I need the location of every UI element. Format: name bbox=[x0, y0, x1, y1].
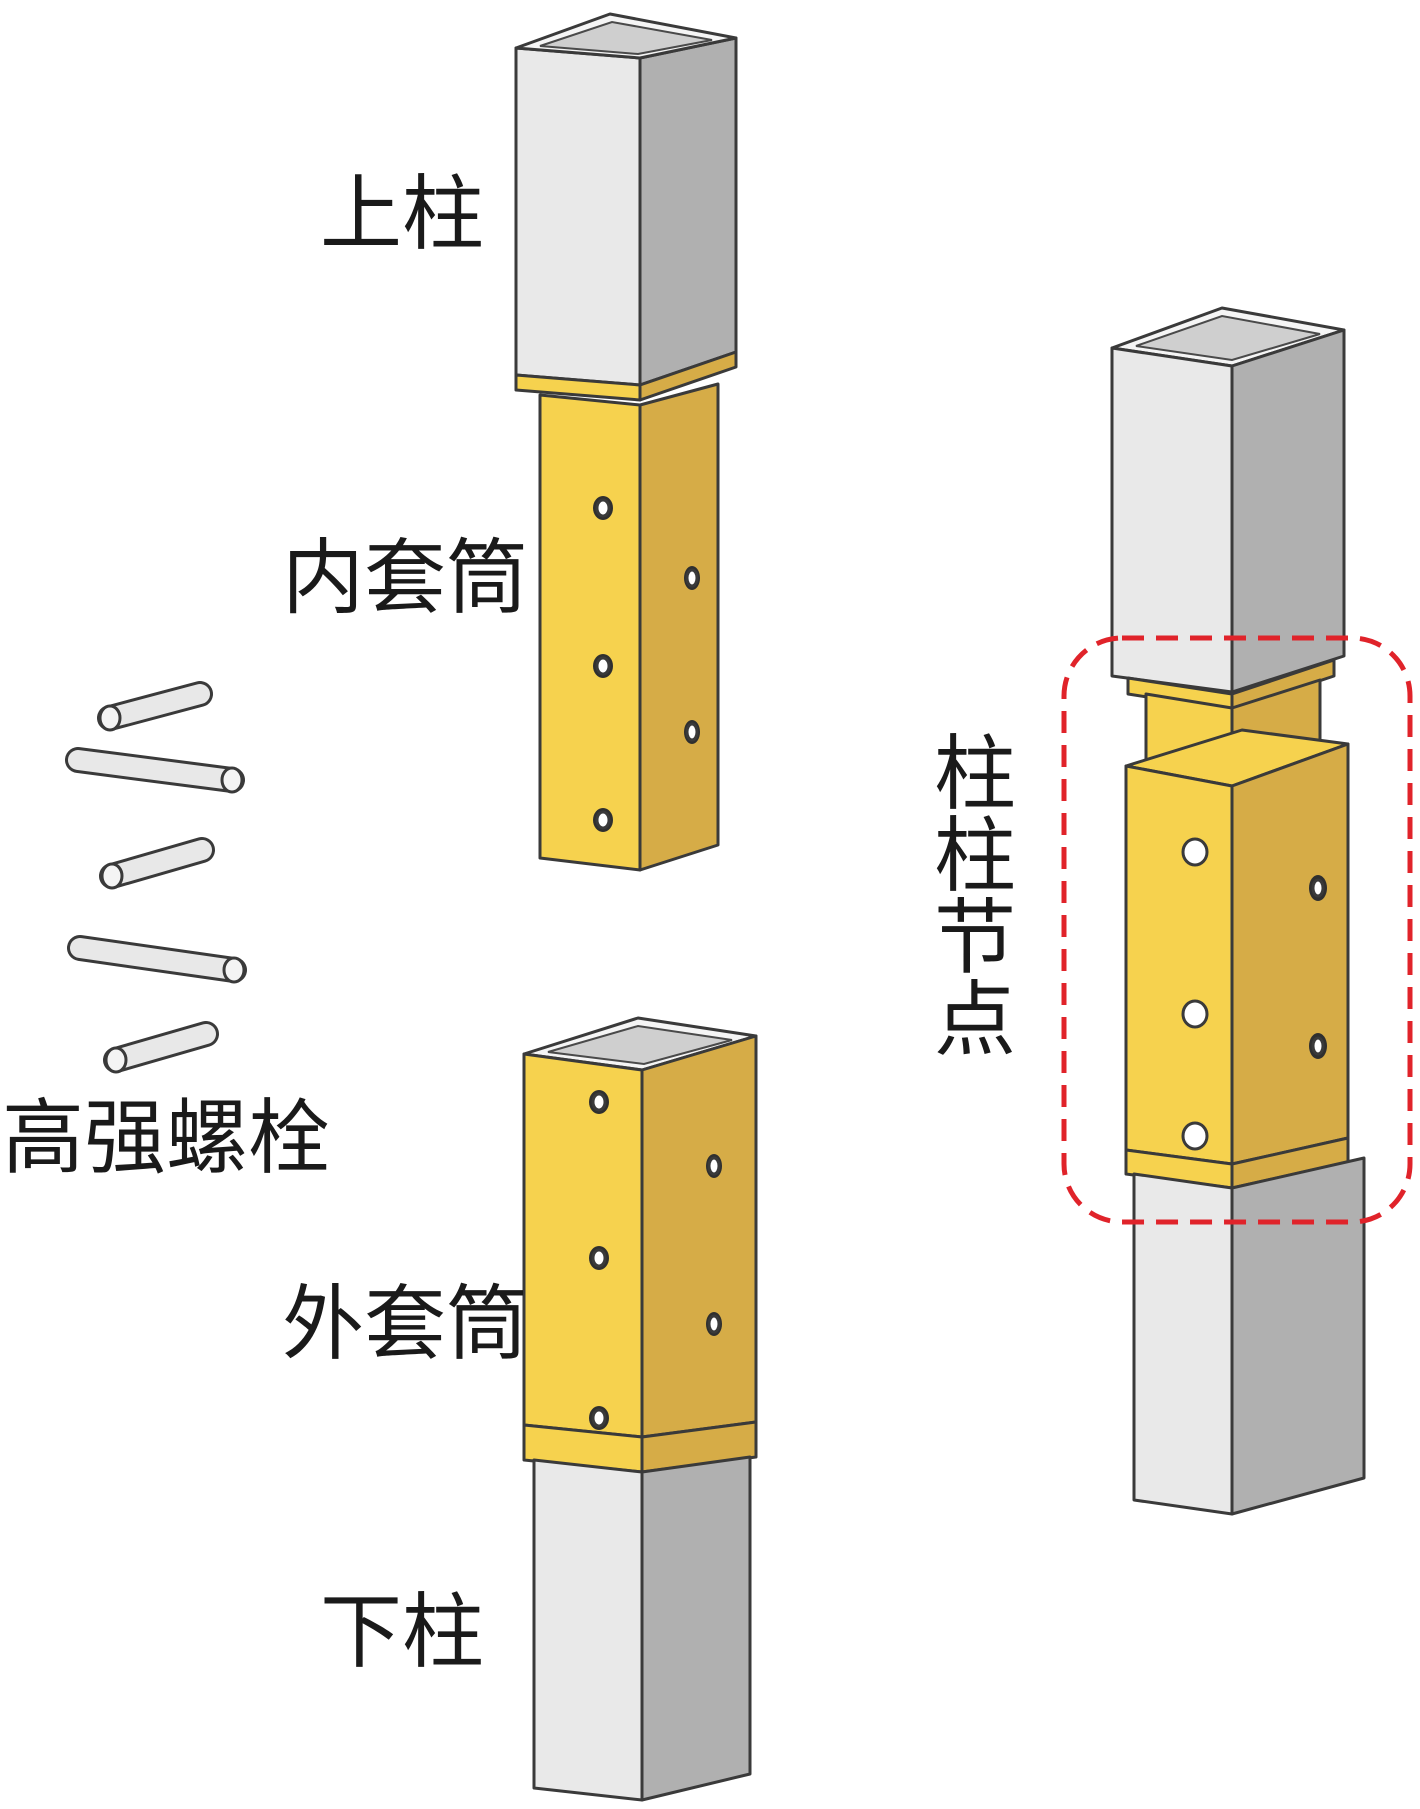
joint-highlight-frame bbox=[1061, 635, 1413, 1225]
inner-sleeve bbox=[538, 382, 720, 872]
label-inner-sleeve: 内套筒 bbox=[282, 531, 528, 626]
label-joint-char: 点 bbox=[934, 973, 1016, 1068]
label-lower-column: 下柱 bbox=[320, 1585, 484, 1680]
label-joint-char: 柱 bbox=[934, 809, 1016, 904]
label-outer-sleeve: 外套筒 bbox=[282, 1277, 528, 1372]
upper-column bbox=[514, 12, 738, 402]
label-joint-char: 节 bbox=[934, 891, 1016, 986]
label-high-strength-bolt: 高强螺栓 bbox=[2, 1091, 330, 1186]
assembled-column bbox=[1110, 306, 1366, 1516]
outer-sleeve bbox=[522, 1016, 758, 1474]
label-joint-char: 柱 bbox=[934, 727, 1016, 822]
lower-column bbox=[532, 1455, 752, 1802]
label-upper-column: 上柱 bbox=[320, 167, 484, 262]
high-strength-bolts bbox=[65, 681, 247, 1074]
label-column-joint: 柱 柱 节 点 bbox=[934, 727, 1016, 1068]
